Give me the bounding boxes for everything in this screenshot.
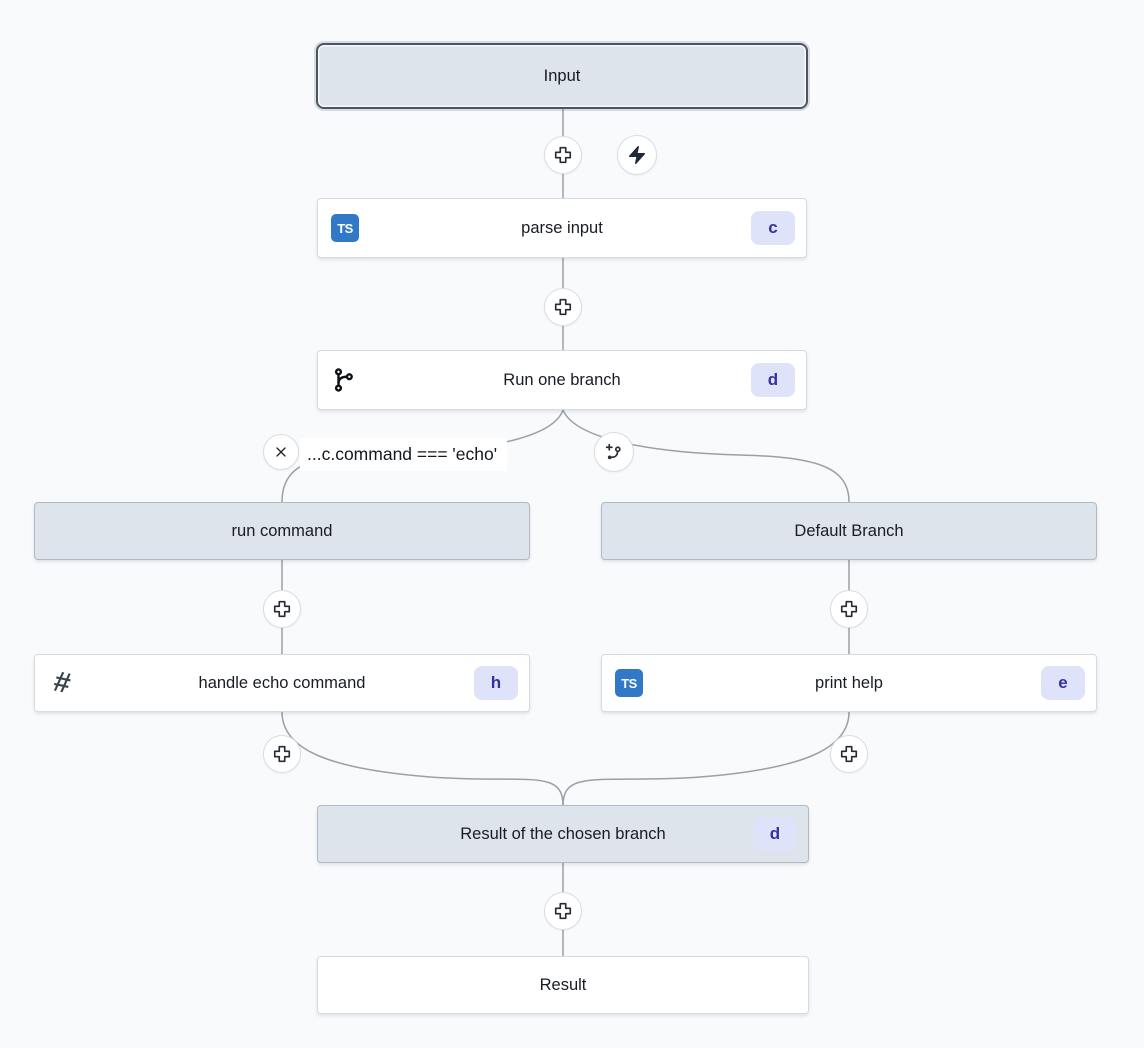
node-parse-input-label: parse input bbox=[521, 218, 603, 237]
step-id-badge: c bbox=[751, 211, 795, 245]
node-run-one-branch-label: Run one branch bbox=[503, 370, 621, 389]
node-print-help[interactable]: TS print help e bbox=[601, 654, 1097, 712]
plus-icon bbox=[554, 902, 572, 920]
typescript-icon: TS bbox=[331, 214, 359, 242]
plus-icon bbox=[273, 745, 291, 763]
branch-default-label: Default Branch bbox=[794, 521, 904, 540]
node-result[interactable]: Result bbox=[317, 956, 809, 1014]
remove-branch-button[interactable] bbox=[263, 434, 299, 470]
hash-icon: # bbox=[50, 665, 74, 700]
branch-header-default[interactable]: Default Branch bbox=[601, 502, 1097, 560]
add-branch-button[interactable] bbox=[594, 432, 634, 472]
plus-icon bbox=[840, 600, 858, 618]
lightning-icon bbox=[629, 146, 645, 164]
branch-run-command-label: run command bbox=[231, 521, 333, 540]
plus-icon bbox=[554, 146, 572, 164]
node-input-label: Input bbox=[543, 66, 581, 85]
plus-icon bbox=[840, 745, 858, 763]
close-icon bbox=[276, 447, 286, 457]
add-step-button[interactable] bbox=[830, 735, 868, 773]
add-step-button[interactable] bbox=[544, 136, 582, 174]
typescript-icon: TS bbox=[615, 669, 643, 697]
plus-icon bbox=[554, 298, 572, 316]
node-run-one-branch[interactable]: Run one branch d bbox=[317, 350, 807, 410]
node-merge-result[interactable]: Result of the chosen branch d bbox=[317, 805, 809, 863]
step-id-badge: h bbox=[474, 666, 518, 700]
step-id-badge: e bbox=[1041, 666, 1085, 700]
branch-condition-label: ...c.command === 'echo' bbox=[300, 438, 508, 471]
add-step-button[interactable] bbox=[263, 735, 301, 773]
git-branch-icon bbox=[331, 366, 359, 394]
trigger-button[interactable] bbox=[617, 135, 657, 175]
node-handle-echo-label: handle echo command bbox=[198, 673, 366, 692]
branch-header-run-command[interactable]: run command bbox=[34, 502, 530, 560]
node-handle-echo-command[interactable]: # handle echo command h bbox=[34, 654, 530, 712]
node-merge-result-label: Result of the chosen branch bbox=[460, 824, 666, 843]
add-branch-icon bbox=[605, 443, 621, 459]
plus-icon bbox=[273, 600, 291, 618]
step-id-badge: d bbox=[753, 817, 797, 851]
node-input[interactable]: Input bbox=[316, 43, 808, 109]
node-result-label: Result bbox=[539, 975, 587, 994]
add-step-button[interactable] bbox=[830, 590, 868, 628]
edge-branch-right bbox=[562, 409, 850, 503]
add-step-button[interactable] bbox=[263, 590, 301, 628]
edge-echo-merge bbox=[281, 711, 564, 806]
step-id-badge: d bbox=[751, 363, 795, 397]
node-print-help-label: print help bbox=[815, 673, 883, 692]
node-parse-input[interactable]: TS parse input c bbox=[317, 198, 807, 258]
edge-printhelp-merge bbox=[562, 711, 850, 806]
add-step-button[interactable] bbox=[544, 892, 582, 930]
add-step-button[interactable] bbox=[544, 288, 582, 326]
